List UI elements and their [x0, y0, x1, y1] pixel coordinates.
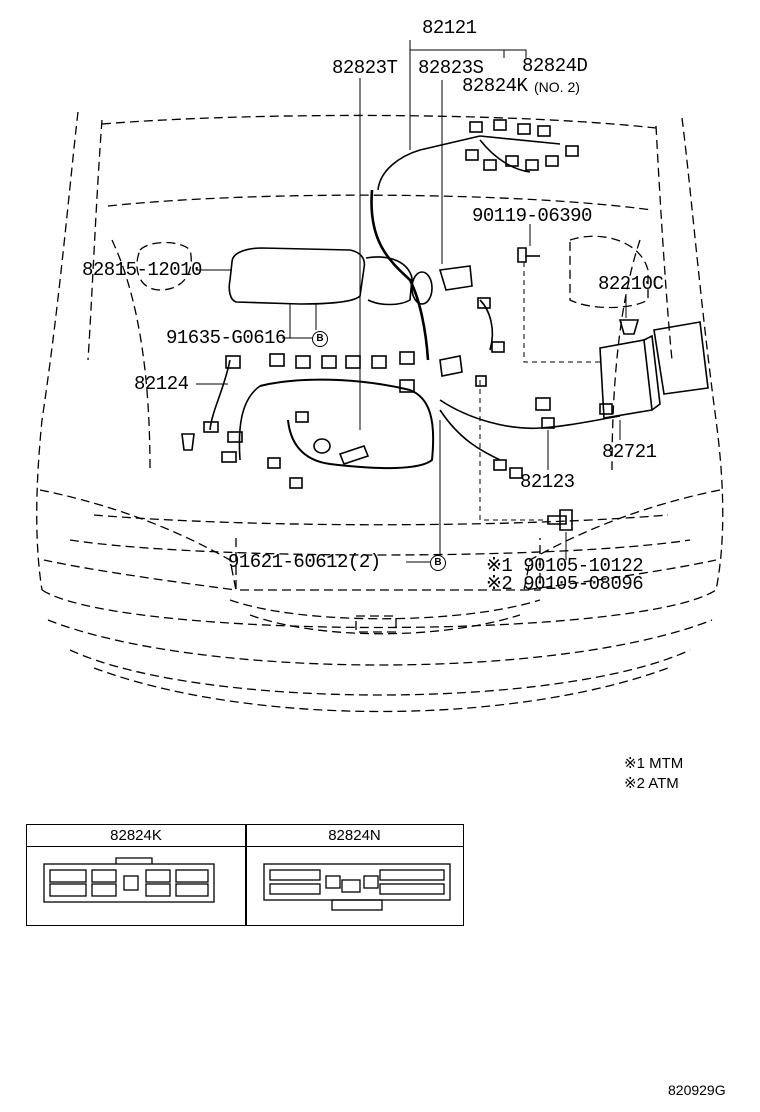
- label-82123: 82123: [520, 471, 575, 493]
- label-82210C: 82210C: [598, 273, 664, 295]
- connector-82824N-pins: [269, 869, 445, 895]
- circle-b-marker: B: [312, 331, 328, 347]
- table-header-82824K: 82824K: [27, 825, 245, 847]
- label-82815-12010: 82815-12010: [82, 259, 202, 281]
- cowl-line: [101, 114, 657, 129]
- label-90119-06390: 90119-06390: [472, 205, 592, 227]
- table-divider: [245, 825, 247, 925]
- label-82824D: 82824D: [522, 55, 588, 77]
- legend-mtm: ※1 MTM: [624, 755, 684, 772]
- label-82124: 82124: [134, 373, 189, 395]
- left-fender-line: [36, 111, 79, 591]
- label-no2: (NO. 2): [534, 79, 580, 95]
- firewall-line: [107, 194, 653, 211]
- label-82721: 82721: [602, 441, 657, 463]
- right-inner-fender: [655, 125, 673, 361]
- label-90105-10122: ※1 90105-10122: [486, 555, 644, 577]
- left-strut: [111, 239, 151, 471]
- relay-box: [653, 321, 709, 395]
- right-strut: [611, 239, 641, 471]
- connector-table: 82824K 82824N: [26, 824, 464, 926]
- label-91635-G0616: 91635-G0616: [166, 327, 286, 349]
- radiator-support: [93, 514, 669, 526]
- label-90105-08096: ※2 90105-08096: [486, 573, 644, 595]
- engine-cover: [228, 247, 366, 305]
- label-82824K: 82824K: [462, 75, 528, 97]
- connector-82824K-pins: [49, 869, 209, 897]
- left-inner-fender: [87, 119, 103, 361]
- right-fender-line: [681, 117, 724, 591]
- ecu-box: [599, 339, 653, 419]
- label-91621-60612: 91621-60612(2): [228, 551, 381, 573]
- label-82823S: 82823S: [418, 57, 484, 79]
- label-82121: 82121: [422, 17, 477, 39]
- circle-b-marker-lower: B: [430, 555, 446, 571]
- table-header-82824N: 82824N: [246, 825, 463, 847]
- figure-reference: 820929G: [668, 1082, 726, 1098]
- legend-atm: ※2 ATM: [624, 775, 679, 792]
- label-82823T: 82823T: [332, 57, 398, 79]
